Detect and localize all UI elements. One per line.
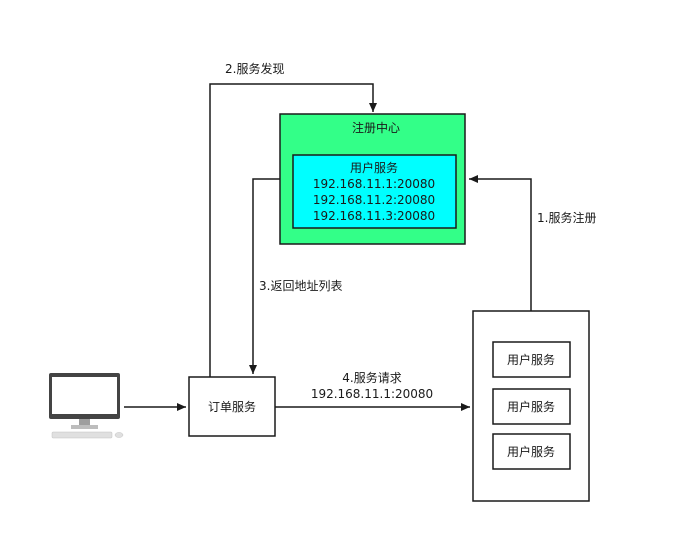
- edge-label-register: 1.服务注册: [537, 210, 596, 225]
- order-service-label: 订单服务: [208, 399, 256, 414]
- user-service-instance-label: 用户服务: [507, 399, 555, 414]
- edge-register: [469, 175, 532, 311]
- user-service-instance: [492, 388, 571, 425]
- user-service-cluster: 用户服务 用户服务 用户服务: [472, 310, 590, 502]
- registry-title: 注册中心: [352, 120, 400, 135]
- edge-label-request: 4.服务请求: [342, 370, 401, 385]
- edge-label-return-list: 3.返回地址列表: [259, 279, 342, 293]
- edge-discover: [209, 83, 377, 377]
- registry-user-service-title: 用户服务: [350, 160, 398, 175]
- registry-address: 192.168.11.1:20080: [313, 177, 435, 191]
- monitor-screen: [52, 377, 117, 414]
- edge-label-request-address: 192.168.11.1:20080: [311, 387, 433, 401]
- mouse: [114, 432, 124, 438]
- edges: [124, 83, 532, 411]
- edge-label-discover: 2.服务发现: [225, 61, 284, 76]
- order-service: 订单服务: [188, 376, 276, 437]
- computer-icon: [49, 373, 124, 439]
- user-service-instance: [492, 433, 571, 470]
- user-service-instance: [492, 341, 571, 378]
- user-service-instance-label: 用户服务: [507, 444, 555, 459]
- monitor-stand: [79, 419, 90, 426]
- registry-address: 192.168.11.3:20080: [313, 209, 435, 223]
- edge-return-list: [249, 178, 280, 374]
- monitor-base: [71, 425, 98, 429]
- order-service-box: [188, 376, 276, 437]
- user-service-instance-label: 用户服务: [507, 352, 555, 367]
- keyboard: [51, 431, 113, 439]
- registry-center: 注册中心 用户服务 192.168.11.1:20080 192.168.11.…: [279, 113, 466, 245]
- registry-address: 192.168.11.2:20080: [313, 193, 435, 207]
- registry-user-service-box: [292, 154, 457, 229]
